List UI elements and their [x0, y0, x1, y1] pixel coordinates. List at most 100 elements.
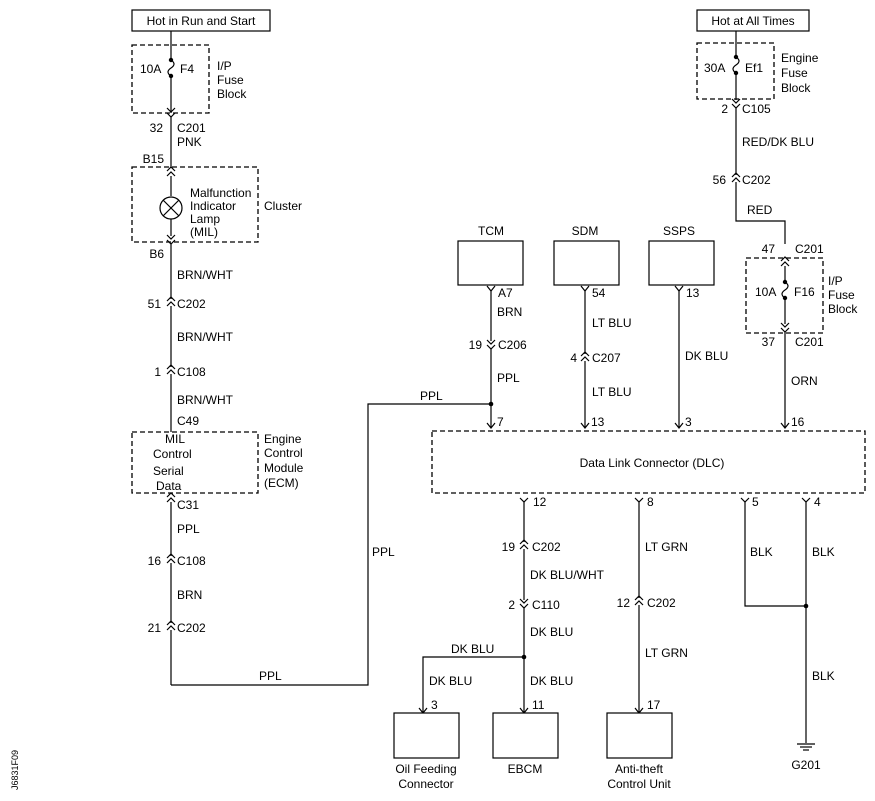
ecm-pin-out: C31 — [177, 498, 199, 512]
tcm-pin: A7 — [498, 286, 513, 300]
ecm-box — [131, 431, 259, 494]
dlc-label: Data Link Connector (DLC) — [580, 456, 725, 470]
ecm-name-1: Engine — [264, 432, 302, 446]
wire-label: BRN/WHT — [177, 393, 234, 407]
connector-pin: 4 — [570, 351, 577, 365]
connector-name: C202 — [532, 540, 561, 554]
source-label-all-times: Hot at All Times — [711, 14, 794, 28]
ecm-name-3: Module — [264, 461, 304, 475]
wire-label: BLK — [812, 669, 835, 683]
cluster-pin-out: B6 — [149, 247, 164, 261]
dlc-pin: 5 — [752, 495, 759, 509]
connector-name: C108 — [177, 554, 206, 568]
connector-name: C201 — [177, 121, 206, 135]
ecm-pin-in: C49 — [177, 414, 199, 428]
connector-pin: 2 — [721, 102, 728, 116]
oil-pin: 3 — [431, 698, 438, 712]
sdm-box — [553, 240, 620, 286]
ebcm-pin: 11 — [532, 698, 545, 712]
connector-name: C105 — [742, 102, 771, 116]
connector-pin: 19 — [502, 540, 516, 554]
fuse-ef1-block-3: Block — [781, 81, 811, 95]
wire-label: PPL — [420, 389, 443, 403]
ground-label: G201 — [791, 758, 821, 772]
source-label-run-start: Hot in Run and Start — [147, 14, 256, 28]
fuse-f4-rating: 10A — [140, 62, 161, 76]
cluster-label: Cluster — [264, 199, 302, 213]
fuse-f16-id: F16 — [794, 285, 815, 299]
dlc-pin: 8 — [647, 495, 654, 509]
wire-label: LT GRN — [645, 646, 688, 660]
wire-label: ORN — [791, 374, 818, 388]
wire-label: BRN/WHT — [177, 330, 234, 344]
ebcm-box — [492, 712, 559, 759]
wire-label: LT GRN — [645, 540, 688, 554]
dlc-pin: 3 — [685, 415, 692, 429]
connector-pin: 37 — [762, 335, 776, 349]
sdm-label: SDM — [572, 224, 599, 238]
sdm-pin: 54 — [592, 286, 606, 300]
wire-label: BLK — [750, 545, 773, 559]
connector-pin: 32 — [150, 121, 164, 135]
fuse-f16-block-2: Fuse — [828, 288, 855, 302]
fuse-f16-block-1: I/P — [828, 274, 843, 288]
fuse-f4-id: F4 — [180, 62, 194, 76]
wire-label: BRN — [497, 305, 522, 319]
tcm-box — [457, 240, 524, 286]
connector-name: C202 — [177, 621, 206, 635]
wire-label: BLK — [812, 545, 835, 559]
connector-pin: 2 — [508, 598, 515, 612]
fuse-f4-block-3: Block — [217, 87, 247, 101]
antitheft-pin: 17 — [647, 698, 661, 712]
mil-label-1: Malfunction — [190, 186, 251, 200]
wire-label: DK BLU — [530, 625, 573, 639]
wire-label: PPL — [177, 522, 200, 536]
antitheft-label-1: Anti-theft — [615, 762, 664, 776]
fuse-f4-block-1: I/P — [217, 59, 232, 73]
connector-name: C202 — [177, 297, 206, 311]
dlc-pin: 7 — [497, 415, 504, 429]
wire-label: DK BLU — [429, 674, 472, 688]
ecm-mil-label-2: Control — [153, 447, 192, 461]
connector-pin: 21 — [148, 621, 162, 635]
connector-name: C110 — [532, 598, 560, 612]
splice-ground — [803, 603, 809, 609]
dlc-pin: 12 — [533, 495, 547, 509]
mil-label-3: Lamp — [190, 212, 220, 226]
ecm-name-4: (ECM) — [264, 476, 299, 490]
antitheft-box — [606, 712, 673, 759]
wire-label: DK BLU — [685, 349, 728, 363]
wire-label: PNK — [177, 135, 202, 149]
fuse-f16-rating: 10A — [755, 285, 776, 299]
wire-label: BRN — [177, 588, 202, 602]
figure-id: J6831F09 — [10, 750, 20, 790]
dlc-pin: 13 — [591, 415, 605, 429]
connector-pin: 1 — [154, 365, 161, 379]
wire-label: RED — [747, 203, 773, 217]
wire-label: DK BLU — [530, 674, 573, 688]
tcm-label: TCM — [478, 224, 504, 238]
connector-name: C201 — [795, 335, 824, 349]
cluster-pin-in: B15 — [143, 152, 165, 166]
dlc-pin: 4 — [814, 495, 821, 509]
connector-pin: 47 — [762, 242, 776, 256]
cluster-box — [131, 166, 259, 243]
wire-label: BRN/WHT — [177, 268, 234, 282]
dlc-box — [431, 430, 866, 494]
connector-pin: 16 — [148, 554, 162, 568]
wire-label: PPL — [497, 371, 520, 385]
ecm-serial-label-1: Serial — [153, 464, 184, 478]
oil-label-2: Connector — [398, 777, 453, 791]
connector-name: C207 — [592, 351, 621, 365]
connector-name: C202 — [647, 596, 676, 610]
connector-name: C201 — [795, 242, 824, 256]
source-box-all-times — [696, 9, 810, 32]
oil-feeding-connector-box — [393, 712, 460, 759]
fuse-block-f4 — [131, 44, 210, 114]
fuse-block-f16 — [745, 257, 824, 334]
mil-label-2: Indicator — [190, 199, 236, 213]
connector-name: C206 — [498, 338, 527, 352]
dlc-pin: 16 — [791, 415, 805, 429]
ssps-label: SSPS — [663, 224, 695, 238]
